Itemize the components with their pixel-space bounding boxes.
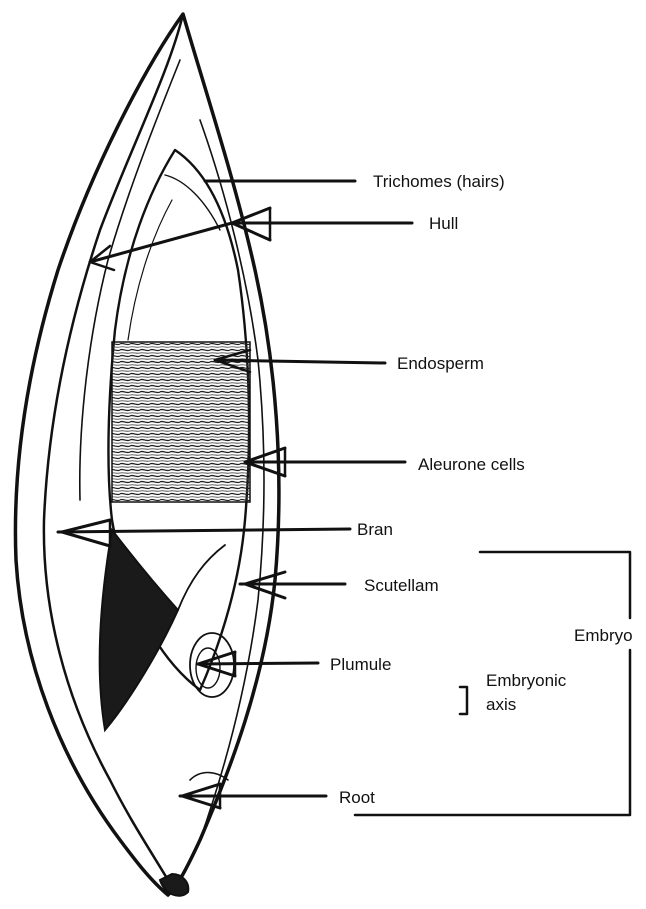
label-trichomes: Trichomes (hairs) xyxy=(373,172,505,191)
leader-bran xyxy=(58,520,350,546)
label-plumule: Plumule xyxy=(330,655,391,674)
leader-scutellam xyxy=(240,572,345,598)
embryonic-axis-bracket xyxy=(460,687,467,714)
label-bran: Bran xyxy=(357,520,393,539)
leader-root xyxy=(180,784,326,808)
label-embryonic-axis-line2: axis xyxy=(486,695,516,714)
leader-aleurone xyxy=(245,448,405,476)
label-embryo: Embryo xyxy=(574,626,633,645)
label-scutellam: Scutellam xyxy=(364,576,439,595)
label-aleurone: Aleurone cells xyxy=(418,455,525,474)
leader-hull xyxy=(90,208,412,270)
label-root: Root xyxy=(339,788,375,807)
scutellum-shape xyxy=(100,530,225,730)
label-hull: Hull xyxy=(429,214,458,233)
label-embryonic-axis-line1: Embryonic xyxy=(486,671,567,690)
leader-endosperm xyxy=(215,350,385,372)
label-endosperm: Endosperm xyxy=(397,354,484,373)
